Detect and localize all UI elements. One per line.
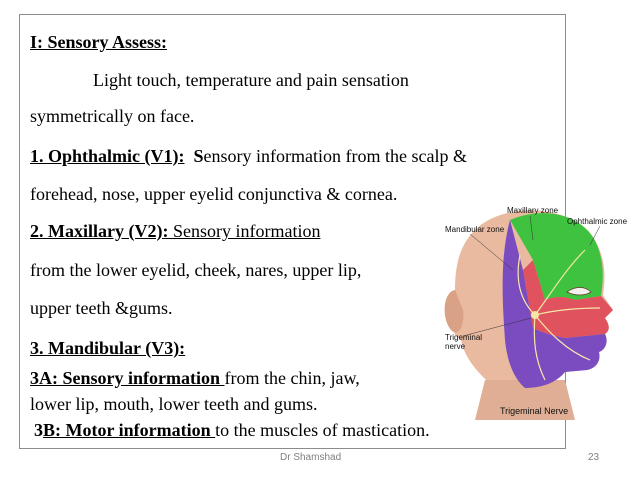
intro-line-1: Light touch, temperature and pain sensat… [93,70,409,90]
label-trigeminal-nerve-2: nerve [445,342,466,351]
v1-text-1: ensory information from the scalp & [203,146,467,166]
v3a-text-2: lower lip, mouth, lower teeth and gums. [30,394,318,414]
v3b-text: to the muscles of mastication. [215,420,430,440]
v1-label: 1. Ophthalmic (V1): [30,146,185,166]
v2-text-1: Sensory information [172,221,321,241]
label-ophthalmic-zone: Ophthalmic zone [567,217,628,226]
v2-text-3: upper teeth &gums. [30,298,173,318]
trigeminal-ganglion [531,311,539,319]
v3b-label: B: Motor information [43,420,216,440]
label-mandibular-zone: Mandibular zone [445,225,505,234]
label-maxillary-zone: Maxillary zone [507,206,559,215]
section-heading: I: Sensory Assess: [30,32,168,52]
ophthalmic-zone [510,213,603,300]
v2-line-1: 2. Maxillary (V2): Sensory information [30,221,320,242]
v1-text-2: forehead, nose, upper eyelid conjunctiva… [30,184,398,204]
ear-shape [444,290,464,333]
figure-caption: Trigeminal Nerve [500,406,568,416]
v3b-line: 3B: Motor information to the muscles of … [34,420,430,441]
v3-label: 3. Mandibular (V3): [30,338,186,358]
footer-author: Dr Shamshad [280,452,342,463]
v1-line-1: 1. Ophthalmic (V1): Sensory information … [30,146,467,167]
v3b-prefix: 3 [34,420,43,440]
v3a-line-1: 3A: Sensory information from the chin, j… [30,368,360,389]
v3a-text-1: from the chin, jaw, [224,368,360,388]
eye-shape [566,287,592,296]
neck-shape [475,380,575,420]
v1-initial: S [193,146,204,166]
nerve-branches [517,249,601,381]
v3a-label: 3A: Sensory information [30,368,225,388]
intro-line-2: symmetrically on face. [30,106,195,126]
page-number: 23 [588,452,600,463]
maxillary-zone [523,260,613,338]
label-trigeminal-nerve-1: Trigeminal [445,333,482,342]
mandibular-zone [502,220,607,388]
v2-label: 2. Maxillary (V2): [30,221,173,241]
trigeminal-nerve-figure: Maxillary zone Ophthalmic zone Mandibula… [444,206,628,420]
leader-lines [462,215,601,337]
v2-text-2: from the lower eyelid, cheek, nares, upp… [30,260,362,280]
